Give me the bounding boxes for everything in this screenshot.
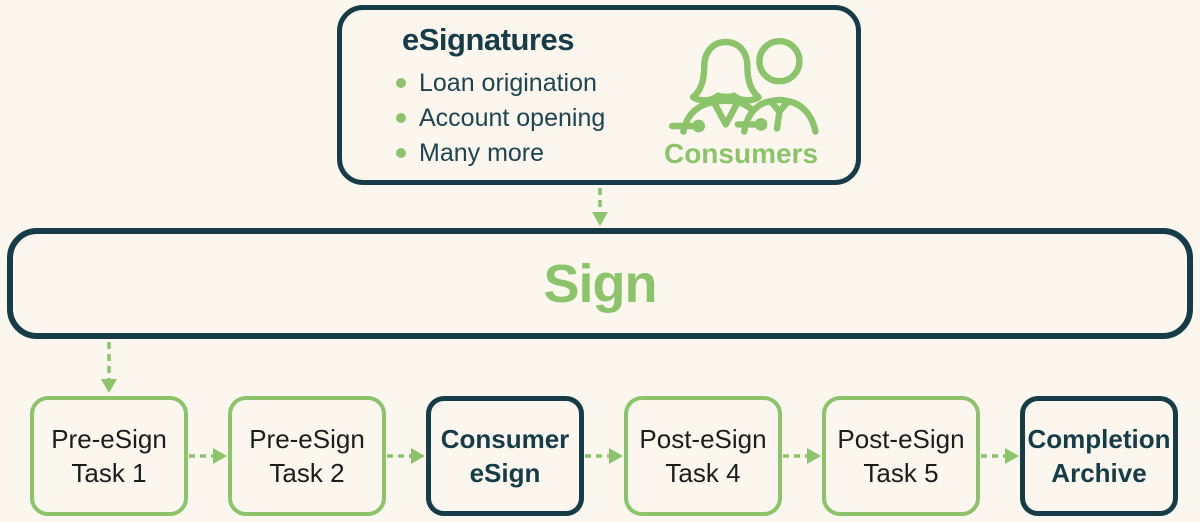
step-label-line: Archive xyxy=(1051,458,1147,488)
step-label-line: Consumer xyxy=(440,424,570,454)
step-consumer-esign: Consumer eSign xyxy=(426,396,584,516)
arrow-right-icon xyxy=(585,448,623,464)
flow-connector xyxy=(188,447,228,465)
step-post-esign-task-5: Post-eSign Task 5 xyxy=(822,396,980,516)
step-label-line: Completion xyxy=(1027,424,1171,454)
arrow-right-icon xyxy=(387,448,425,464)
arrow-right-icon xyxy=(981,448,1019,464)
step-label-line: Task 2 xyxy=(269,458,345,488)
step-label-line: eSign xyxy=(469,458,541,488)
consumers-figure: Consumers xyxy=(652,20,830,170)
arrow-down-icon xyxy=(101,342,117,393)
use-case-list: Loan origination Account opening Many mo… xyxy=(396,66,642,171)
sign-stage-bar: Sign xyxy=(7,228,1193,339)
step-completion-archive: Completion Archive xyxy=(1020,396,1178,516)
step-label-line: Post-eSign xyxy=(639,424,767,454)
arrow-right-icon xyxy=(189,448,227,464)
step-label-line: Pre-eSign xyxy=(51,424,167,454)
step-label-line: Post-eSign xyxy=(837,424,965,454)
step-post-esign-task-4: Post-eSign Task 4 xyxy=(624,396,782,516)
arrow-right-icon xyxy=(783,448,821,464)
step-label-line: Pre-eSign xyxy=(249,424,365,454)
bullet-dot-icon xyxy=(396,148,406,158)
flow-connector xyxy=(782,447,822,465)
use-case-label: Account opening xyxy=(419,103,606,132)
card-title: eSignatures xyxy=(402,21,574,57)
workflow-steps-row: Pre-eSign Task 1 Pre-eSign Task 2 Consum… xyxy=(30,396,1178,516)
esignatures-card: eSignatures Loan origination Account ope… xyxy=(337,5,861,185)
step-label-line: Task 5 xyxy=(863,458,939,488)
step-pre-esign-task-2: Pre-eSign Task 2 xyxy=(228,396,386,516)
use-case-item: Loan origination xyxy=(396,66,642,101)
sign-stage-label: Sign xyxy=(543,253,658,314)
bullet-dot-icon xyxy=(396,113,406,123)
arrow-down-icon xyxy=(592,188,608,226)
consumers-label: Consumers xyxy=(663,138,819,169)
flow-connector xyxy=(386,447,426,465)
use-case-item: Account opening xyxy=(396,101,642,136)
esignatures-card-text: eSignatures Loan origination Account ope… xyxy=(396,20,642,171)
use-case-item: Many more xyxy=(396,136,642,171)
step-pre-esign-task-1: Pre-eSign Task 1 xyxy=(30,396,188,516)
step-label-line: Task 1 xyxy=(71,458,147,488)
use-case-label: Loan origination xyxy=(419,68,597,97)
flow-connector xyxy=(584,447,624,465)
step-label-line: Task 4 xyxy=(665,458,741,488)
bullet-dot-icon xyxy=(396,78,406,88)
use-case-label: Many more xyxy=(419,138,545,167)
two-people-icon xyxy=(669,38,819,135)
flow-connector xyxy=(980,447,1020,465)
